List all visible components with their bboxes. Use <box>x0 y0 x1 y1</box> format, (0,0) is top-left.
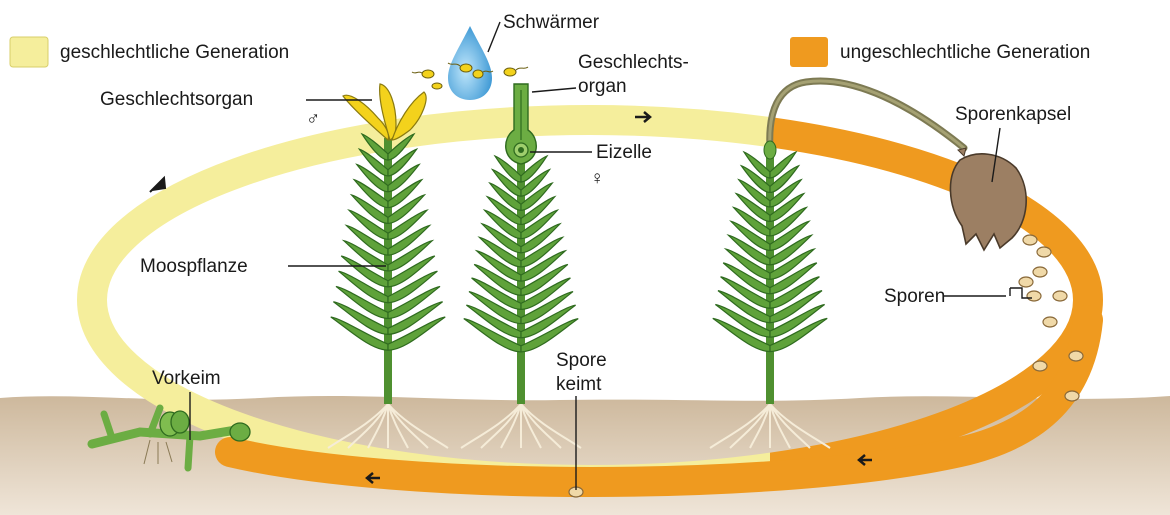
label-schwaermer: Schwärmer <box>503 12 600 33</box>
spore <box>1043 317 1057 327</box>
label-geschlechtsorgan-male: Geschlechtsorgan <box>100 89 253 110</box>
leaf <box>336 286 388 318</box>
water-drop <box>412 26 528 100</box>
spore <box>1027 291 1041 301</box>
spore <box>1033 267 1047 277</box>
leaf <box>388 271 437 302</box>
spore <box>1069 351 1083 361</box>
label-geschlechtsorgan-female-1: Geschlechts- <box>578 52 689 73</box>
spore <box>1053 291 1067 301</box>
spore <box>1033 361 1047 371</box>
label-spore-keimt-2: keimt <box>556 374 602 395</box>
legend-swatch-sexual <box>10 37 48 67</box>
label-sporen: Sporen <box>884 286 945 307</box>
legend-label-asexual: ungeschlechtliche Generation <box>840 42 1090 63</box>
spore <box>1019 277 1033 287</box>
spore <box>1065 391 1079 401</box>
label-spore-keimt-1: Spore <box>556 350 607 371</box>
female-symbol: ♀ <box>590 168 604 189</box>
legend-label-sexual: geschlechtliche Generation <box>60 42 289 63</box>
legend: geschlechtliche Generation ungeschlechtl… <box>10 37 1090 67</box>
label-geschlechtsorgan-female-2: organ <box>578 76 627 97</box>
spore <box>1023 235 1037 245</box>
label-moospflanze: Moospflanze <box>140 256 248 277</box>
legend-swatch-asexual <box>790 37 828 67</box>
leaf <box>339 271 388 302</box>
leaf <box>388 286 440 318</box>
male-symbol: ♂ <box>306 109 320 130</box>
label-vorkeim: Vorkeim <box>152 368 221 389</box>
arrow-up-right-icon <box>150 178 165 192</box>
spore <box>1037 247 1051 257</box>
label-eizelle: Eizelle <box>596 142 652 163</box>
label-sporenkapsel: Sporenkapsel <box>955 104 1071 125</box>
spore-capsule <box>950 154 1026 250</box>
